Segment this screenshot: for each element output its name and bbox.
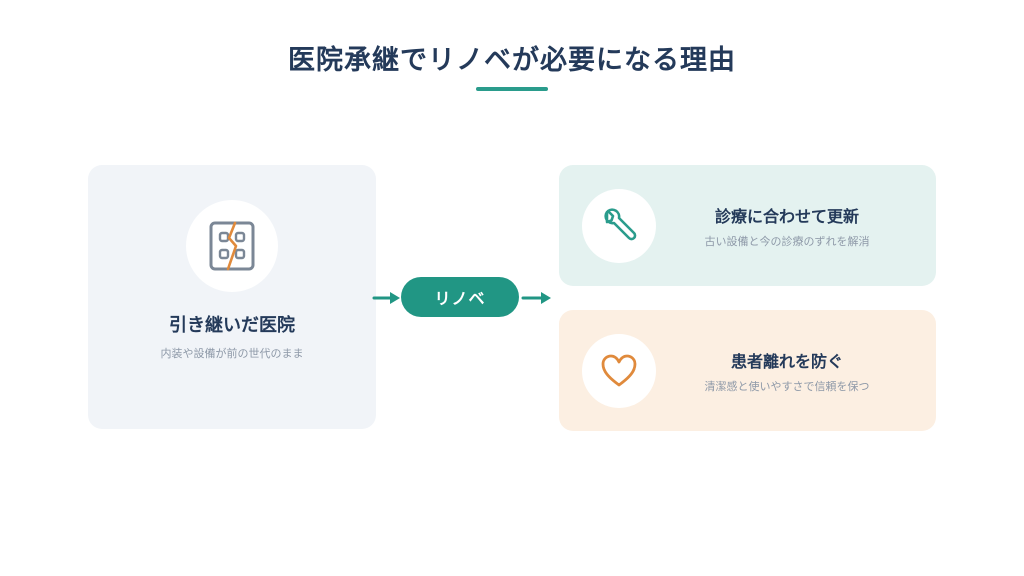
card-prevent-patient-loss: 患者離れを防ぐ 清潔感と使いやすさで信頼を保つ (559, 310, 936, 431)
card-inherited-clinic: 引き継いだ医院 内装や設備が前の世代のまま (88, 165, 376, 429)
card-title: 患者離れを防ぐ (730, 352, 843, 371)
arrow-right-icon (372, 292, 400, 304)
card-subtitle: 内装や設備が前の世代のまま (160, 347, 304, 360)
icon-circle (582, 334, 656, 408)
card-update-for-practice: 診療に合わせて更新 古い設備と今の診療のずれを解消 (559, 165, 936, 286)
card-title: 診療に合わせて更新 (714, 207, 859, 226)
renovation-pill: リノベ (401, 277, 519, 317)
arrow-right-icon (521, 292, 551, 304)
title-underline (476, 87, 548, 91)
card-subtitle: 古い設備と今の診療のずれを解消 (704, 235, 870, 248)
clinic-building-icon (209, 221, 255, 271)
page-title: 医院承継でリノベが必要になる理由 (288, 45, 736, 76)
wrench-icon (604, 208, 637, 241)
icon-circle (582, 189, 656, 263)
card-title: 引き継いだ医院 (169, 315, 295, 336)
card-subtitle: 清潔感と使いやすさで信頼を保つ (704, 380, 870, 393)
heart-icon (601, 354, 637, 387)
icon-circle (186, 200, 278, 292)
